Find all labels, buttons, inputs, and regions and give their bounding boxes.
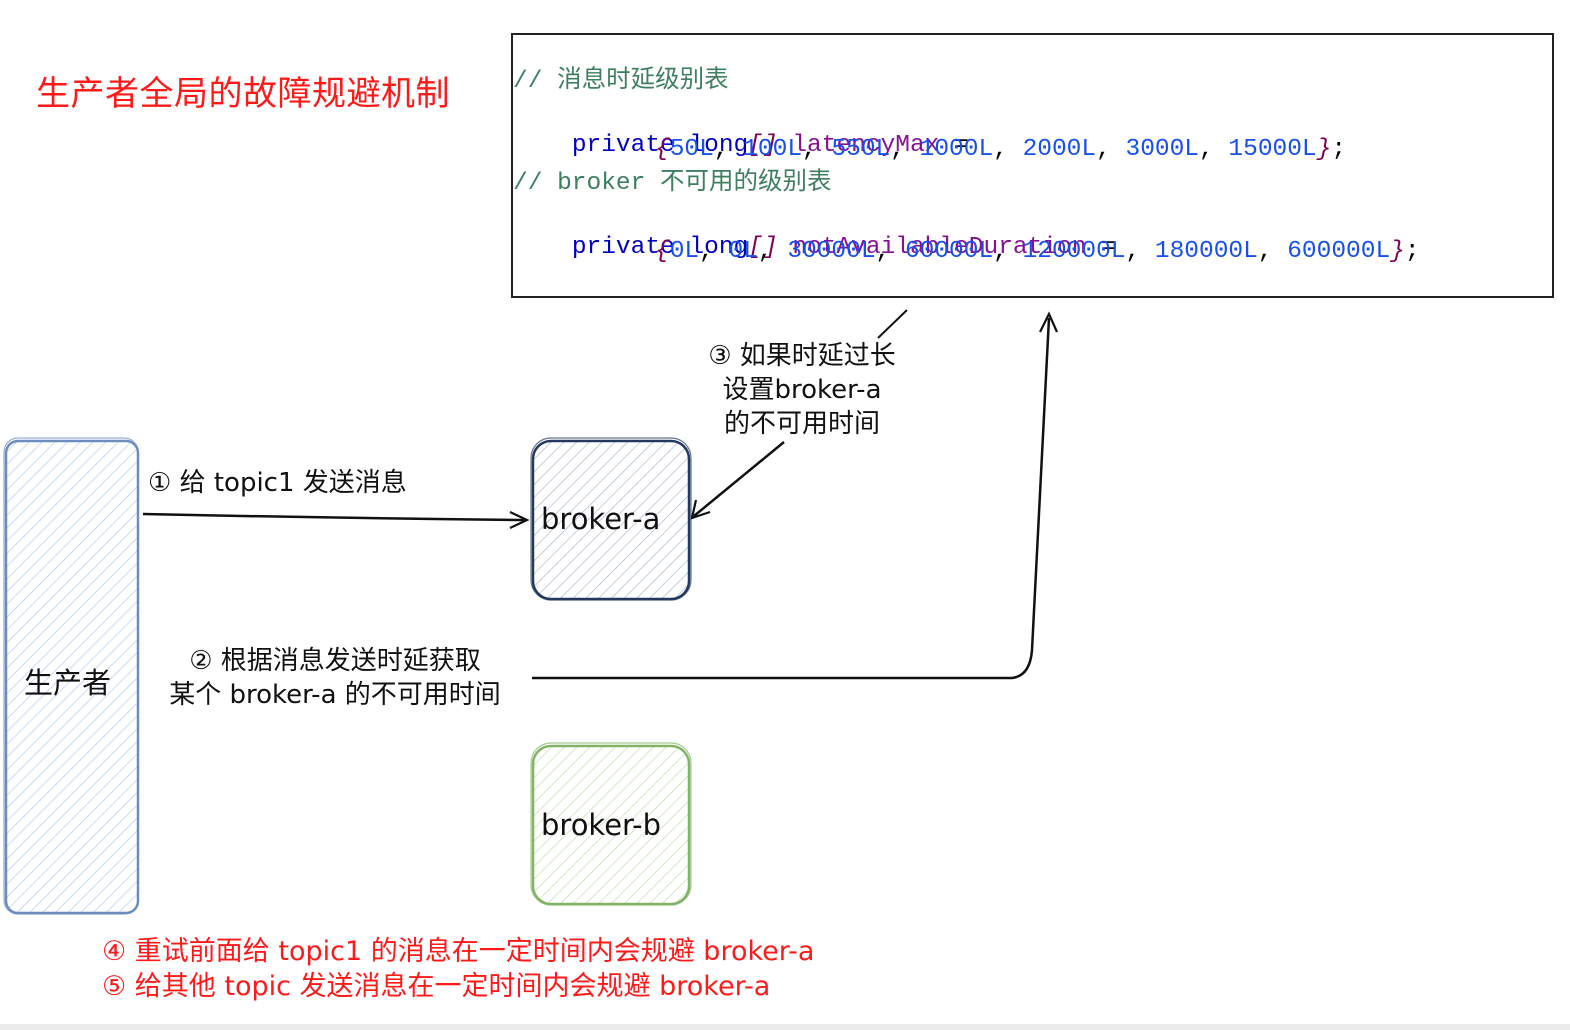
arrow-set-unavailable-time (690, 309, 908, 520)
code-block: // 消息时延级别表 private long[] latencyMax = {… (511, 33, 1554, 298)
code-value: 100L (743, 136, 803, 163)
code-separator: , (1125, 238, 1155, 265)
diagram-title: 生产者全局的故障规避机制 (36, 74, 450, 114)
code-identifier: notAvailableDuration (777, 234, 1087, 261)
code-separator: , (1096, 136, 1126, 163)
code-identifier: latencyMax (777, 132, 940, 159)
step3-line1: ③ 如果时延过长 (708, 341, 896, 371)
code-value: 50L (669, 136, 714, 163)
step4-note: ④ 重试前面给 topic1 的消息在一定时间内会规避 broker-a (102, 936, 815, 967)
code-separator: , (802, 136, 832, 163)
broker-b-label: broker-b (541, 808, 661, 842)
code-value: 2000L (1022, 136, 1097, 163)
step2-label: ② 根据消息发送时延获取 某个 broker-a 的不可用时间 (146, 644, 524, 712)
code-equals: = (939, 132, 969, 159)
arrow-get-unavailable-time (532, 311, 1059, 680)
code-bracket: [] (748, 132, 778, 159)
code-separator: , (993, 238, 1023, 265)
producer-node[interactable] (3, 437, 140, 915)
code-comment-not-available: // broker 不可用的级别表 (513, 170, 832, 197)
code-values-latency: {50L, 100L, 550L, 1000L, 2000L, 3000L, 1… (655, 135, 1346, 165)
broker-a-node[interactable] (530, 437, 692, 601)
code-close-brace: } (1390, 238, 1405, 265)
step3-label: ③ 如果时延过长 设置broker-a 的不可用时间 (690, 339, 914, 441)
code-separator: , (875, 238, 905, 265)
code-decl-not-available: private long[] notAvailableDuration = (513, 203, 1116, 293)
code-value: 0L (669, 238, 700, 265)
code-value: 180000L (1154, 238, 1258, 265)
step2-line2: 某个 broker-a 的不可用时间 (169, 680, 501, 710)
code-close-brace: } (1316, 136, 1332, 163)
code-keyword: private long (571, 234, 749, 261)
code-bracket: [] (748, 234, 778, 261)
code-open-brace: { (655, 136, 670, 163)
code-separator: , (1199, 136, 1229, 163)
producer-label: 生产者 (24, 666, 112, 700)
code-value: 15000L (1228, 136, 1317, 163)
code-value: 120000L (1022, 238, 1126, 265)
code-terminator: ; (1331, 136, 1347, 163)
code-separator: , (993, 136, 1023, 163)
code-separator: , (1257, 238, 1288, 265)
code-value: 1000L (919, 136, 994, 163)
code-equals: = (1086, 234, 1116, 261)
step2-line1: ② 根据消息发送时延获取 (189, 646, 481, 676)
code-separator: , (757, 238, 788, 265)
code-decl-latency: private long[] latencyMax = (513, 101, 969, 191)
broker-a-label: broker-a (541, 502, 661, 536)
code-separator: , (713, 136, 744, 163)
code-value: 600000L (1287, 238, 1391, 265)
code-separator: , (890, 136, 920, 163)
step5-note: ⑤ 给其他 topic 发送消息在一定时间内会规避 broker-a (102, 971, 771, 1002)
code-keyword: private long (571, 132, 749, 159)
code-value: 550L (831, 136, 891, 163)
step1-label: ① 给 topic1 发送消息 (148, 468, 407, 498)
code-open-brace: { (655, 238, 670, 265)
code-comment-latency: // 消息时延级别表 (513, 68, 729, 95)
broker-b-node[interactable] (530, 742, 692, 906)
code-value: 30000L (787, 238, 876, 265)
step3-line2: 设置broker-a (722, 375, 882, 405)
code-values-not-available: {0L, 0L, 30000L, 60000L, 120000L, 180000… (655, 237, 1420, 267)
arrow-send-message (142, 511, 530, 529)
code-value: 0L (728, 238, 758, 265)
code-value: 60000L (904, 238, 994, 265)
code-value: 3000L (1125, 136, 1200, 163)
bottom-border (0, 1024, 1570, 1030)
step3-line3: 的不可用时间 (723, 409, 880, 439)
code-terminator: ; (1404, 238, 1420, 265)
code-separator: , (699, 238, 729, 265)
